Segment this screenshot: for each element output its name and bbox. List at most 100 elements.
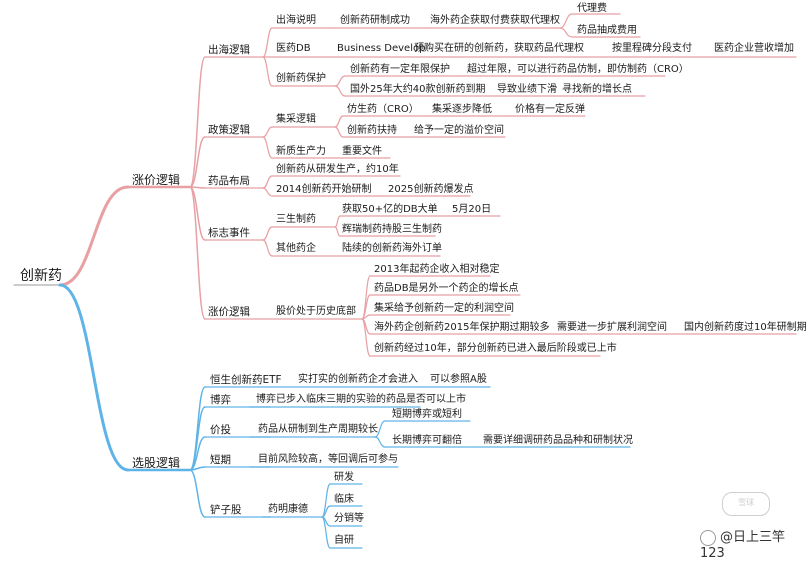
node: 国外25年大约40款创新药到期 bbox=[350, 84, 486, 95]
node: 辉瑞制药持股三生制药 bbox=[342, 224, 442, 235]
watermark: @日上三竿123 bbox=[700, 526, 800, 561]
node: 自研 bbox=[334, 535, 354, 546]
connector-line bbox=[559, 27, 573, 38]
mindmap-canvas bbox=[13, 13, 797, 549]
node: 导致业绩下滑 bbox=[497, 84, 557, 95]
node-level2: 恒生创新药ETF bbox=[210, 374, 282, 386]
node-level2: 涨价逻辑 bbox=[208, 306, 250, 318]
node: 创新药扶持 bbox=[347, 125, 397, 136]
connector-line bbox=[262, 126, 273, 138]
node: 预购买在研的创新药，获取药品代理权 bbox=[414, 43, 584, 54]
node-level2: 标志事件 bbox=[208, 227, 250, 239]
node: 超过年限，可以进行药品仿制，即仿制药（CRO） bbox=[467, 64, 689, 75]
node-level3: 药明康德 bbox=[268, 504, 308, 515]
node: 2014创新药开始研制 bbox=[276, 184, 372, 195]
node: 分销等 bbox=[334, 513, 364, 524]
node-level3: 其他药企 bbox=[276, 243, 316, 254]
connector-line bbox=[189, 136, 206, 188]
node-level3: 集采逻辑 bbox=[276, 114, 316, 125]
node: 集采逐步降低 bbox=[432, 104, 492, 115]
node: 海外药企获取付费获取代理权 bbox=[430, 15, 560, 26]
node: 代理费 bbox=[577, 3, 607, 14]
node: 2025创新药爆发点 bbox=[388, 184, 474, 195]
node: 药品抽成费用 bbox=[577, 25, 637, 36]
connector-line bbox=[262, 175, 273, 189]
connector-line bbox=[321, 516, 331, 549]
node: 2013年起药企收入相对稳定 bbox=[374, 264, 500, 275]
node: 按里程碑分段支付 bbox=[612, 43, 692, 54]
connector-line bbox=[189, 436, 206, 471]
stamp-logo: 雪球 bbox=[722, 492, 770, 516]
connector-line bbox=[58, 283, 130, 472]
watermark-text: @日上三竿123 bbox=[700, 530, 786, 561]
node: Business Develop bbox=[337, 43, 426, 54]
node-level2: 博弈 bbox=[210, 394, 231, 406]
node: 创新药有一定年限保护 bbox=[350, 64, 450, 75]
node: 国内创新药度过10年研制期 bbox=[684, 322, 807, 333]
watermark-icon bbox=[700, 529, 716, 546]
node: 寻找新的增长点 bbox=[562, 84, 632, 95]
connector-line bbox=[374, 436, 386, 448]
branch-rise-logic: 涨价逻辑 bbox=[132, 173, 181, 187]
node: 临床 bbox=[334, 494, 354, 505]
node-level2: 药品布局 bbox=[208, 175, 250, 187]
connector-line bbox=[262, 187, 273, 197]
connector-line bbox=[361, 275, 371, 320]
node: 长期博弈可翻倍 bbox=[392, 435, 462, 446]
node: 仿生药（CRO） bbox=[347, 104, 419, 115]
connector-line bbox=[374, 420, 386, 438]
connector-line bbox=[262, 239, 273, 257]
node-level2: 价投 bbox=[210, 424, 231, 436]
root-node: 创新药 bbox=[20, 268, 62, 284]
connector-line bbox=[262, 136, 273, 159]
node-level3: 三生制药 bbox=[276, 214, 316, 225]
node: 药品从研制到生产周期较长 bbox=[258, 424, 378, 435]
connector-line bbox=[58, 185, 130, 287]
node-level3: 新质生产力 bbox=[276, 146, 326, 157]
connector-line bbox=[262, 27, 273, 58]
node: 获取50+亿的DB大单 bbox=[342, 204, 438, 215]
node: 博弈已步入临床三期的实验的药品是否可以上市 bbox=[256, 394, 466, 405]
node: 陆续的创新药海外订单 bbox=[342, 243, 442, 254]
connector-line bbox=[334, 126, 344, 138]
connector-line bbox=[189, 56, 206, 188]
node-level2: 出海逻辑 bbox=[208, 44, 250, 56]
connector-line bbox=[189, 386, 206, 471]
node-level2: 铲子股 bbox=[210, 504, 242, 516]
node-level2: 政策逻辑 bbox=[208, 124, 250, 136]
connector-line bbox=[189, 186, 206, 320]
node: 价格有一定反弹 bbox=[515, 104, 585, 115]
connector-line bbox=[189, 469, 206, 518]
node: 5月20日 bbox=[452, 204, 492, 215]
node: 给予一定的溢价空间 bbox=[414, 125, 504, 136]
connector-line bbox=[361, 318, 371, 357]
node: 需要进一步扩展利润空间 bbox=[557, 322, 667, 333]
node: 医药企业营收增加 bbox=[714, 43, 794, 54]
node: 创新药研制成功 bbox=[340, 15, 410, 26]
node: 药品DB是另外一个药企的增长点 bbox=[374, 283, 519, 294]
node: 海外药企创新药2015年保护期过期较多 bbox=[374, 322, 550, 333]
branch-stock-logic: 选股逻辑 bbox=[132, 456, 181, 470]
stamp-text: 雪球 bbox=[738, 498, 754, 507]
connector-line bbox=[262, 56, 273, 87]
connector-line bbox=[334, 115, 344, 128]
connector-line bbox=[334, 85, 346, 97]
node: 研发 bbox=[334, 472, 354, 483]
node: 短期博弈或短利 bbox=[392, 409, 462, 420]
node: 创新药经过10年，部分创新药已进入最后阶段或已上市 bbox=[374, 343, 617, 354]
node: 需要详细调研药品品种和研制状况 bbox=[483, 435, 633, 446]
connector-line bbox=[334, 215, 341, 228]
connector-line bbox=[262, 226, 273, 241]
node: 目前风险较高，等回调后可参与 bbox=[258, 454, 398, 465]
connector-line bbox=[334, 226, 341, 237]
node-level3: 股价处于历史底部 bbox=[276, 306, 356, 317]
node-level2: 短期 bbox=[210, 454, 231, 466]
node: 创新药从研发生产，约10年 bbox=[276, 164, 399, 175]
node-level3: 创新药保护 bbox=[276, 73, 326, 84]
node-level3: 出海说明 bbox=[276, 15, 316, 26]
node: 可以参照A股 bbox=[430, 374, 487, 385]
node: 集采给予创新药一定的利润空间 bbox=[374, 303, 514, 314]
connector-line bbox=[334, 75, 346, 87]
node: 重要文件 bbox=[342, 146, 382, 157]
node: 实打实的创新药企才会进入 bbox=[298, 374, 418, 385]
